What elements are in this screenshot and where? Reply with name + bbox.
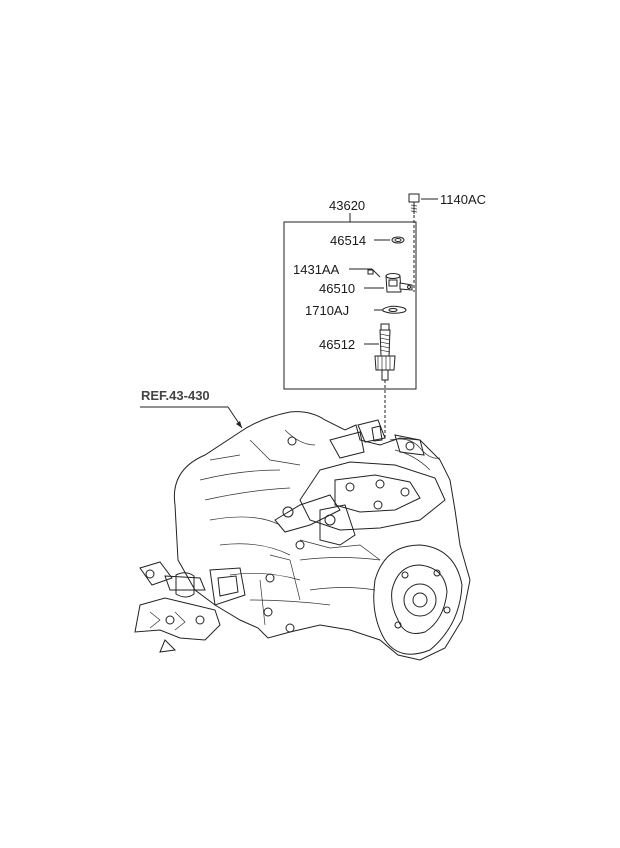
- oring-label: 46514: [330, 233, 367, 248]
- gear-part: [364, 323, 396, 440]
- pin-label: 1431AA: [293, 262, 340, 277]
- reference-leader: [140, 406, 243, 429]
- assembly-label: 43620: [329, 198, 366, 213]
- reference-label: REF.43-430: [141, 388, 210, 403]
- gear-label: 46512: [319, 337, 356, 352]
- sensor-part: [364, 273, 413, 293]
- gasket-part: [374, 305, 407, 314]
- bolt-part: [408, 193, 438, 292]
- gasket-label: 1710AJ: [305, 303, 350, 318]
- bolt-label: 1140AC: [440, 192, 487, 207]
- pin-part: [349, 268, 381, 278]
- transmission-housing: [134, 411, 471, 661]
- oring-part: [374, 236, 405, 244]
- sensor-label: 46510: [319, 281, 356, 296]
